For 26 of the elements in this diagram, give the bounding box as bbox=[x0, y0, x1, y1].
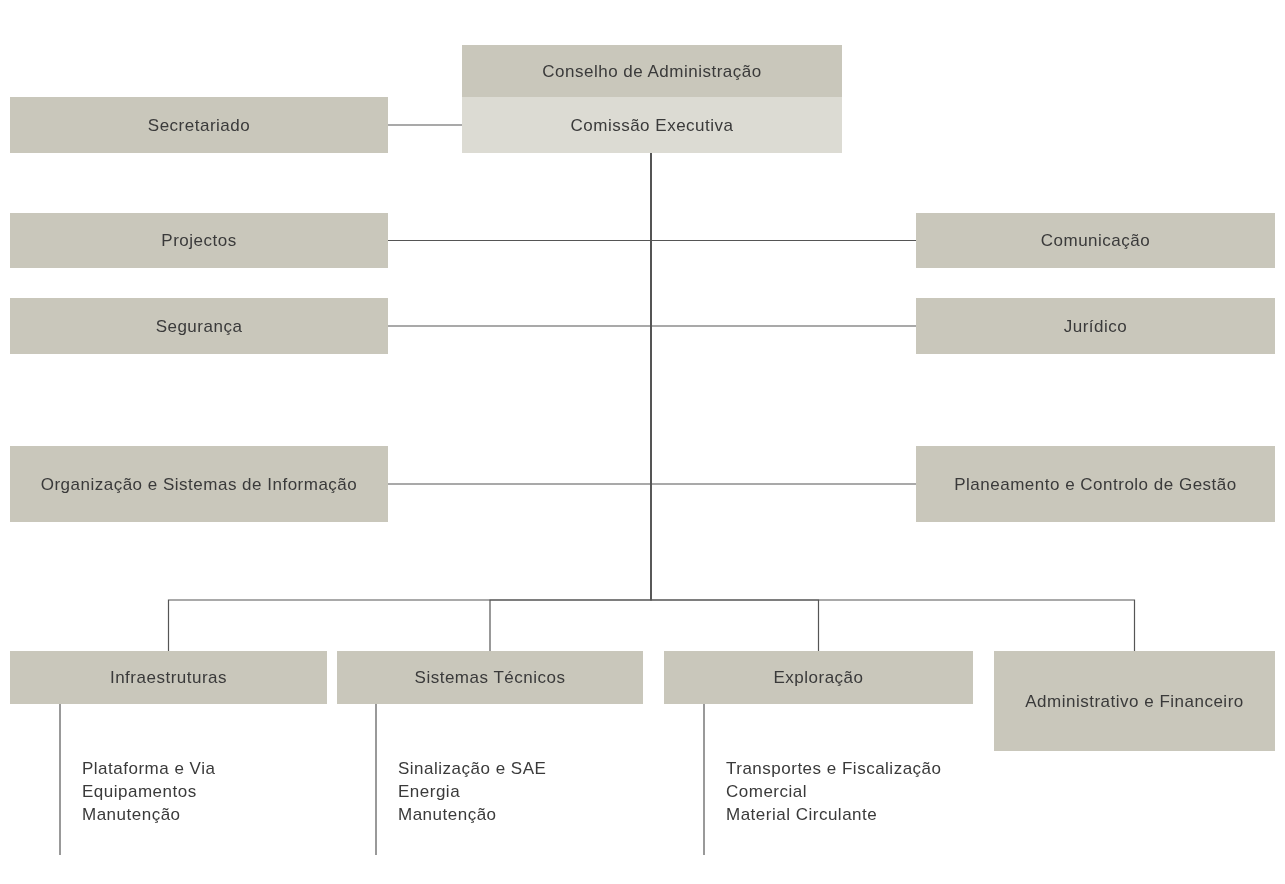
list-item: Comercial bbox=[726, 781, 808, 803]
org-unit-box: Segurança bbox=[10, 298, 388, 354]
list-item: Sinalização e SAE bbox=[398, 758, 547, 780]
connector-line bbox=[59, 703, 61, 856]
org-unit-box: Planeamento e Controlo de Gestão bbox=[916, 446, 1275, 522]
org-unit-box: Administrativo e Financeiro bbox=[994, 651, 1275, 751]
list-item: Manutenção bbox=[82, 804, 181, 826]
org-unit-box: Organização e Sistemas de Informação bbox=[10, 446, 388, 522]
org-unit-box: Comissão Executiva bbox=[462, 97, 842, 153]
connector-line bbox=[375, 703, 377, 856]
list-item: Plataforma e Via bbox=[82, 758, 216, 780]
org-unit-box: Sistemas Técnicos bbox=[337, 651, 643, 704]
list-item: Transportes e Fiscalização bbox=[726, 758, 942, 780]
connector-line bbox=[703, 703, 705, 856]
list-item: Manutenção bbox=[398, 804, 497, 826]
org-unit-box: Infraestruturas bbox=[10, 651, 327, 704]
org-unit-box: Conselho de Administração bbox=[462, 45, 842, 97]
org-unit-box: Comunicação bbox=[916, 213, 1275, 268]
list-item: Material Circulante bbox=[726, 804, 878, 826]
org-unit-box: Secretariado bbox=[10, 97, 388, 153]
org-unit-box: Projectos bbox=[10, 213, 388, 268]
connector-line bbox=[387, 124, 463, 126]
list-item: Energia bbox=[398, 781, 461, 803]
org-unit-box: Exploração bbox=[664, 651, 973, 704]
org-unit-box: Jurídico bbox=[916, 298, 1275, 354]
list-item: Equipamentos bbox=[82, 781, 197, 803]
